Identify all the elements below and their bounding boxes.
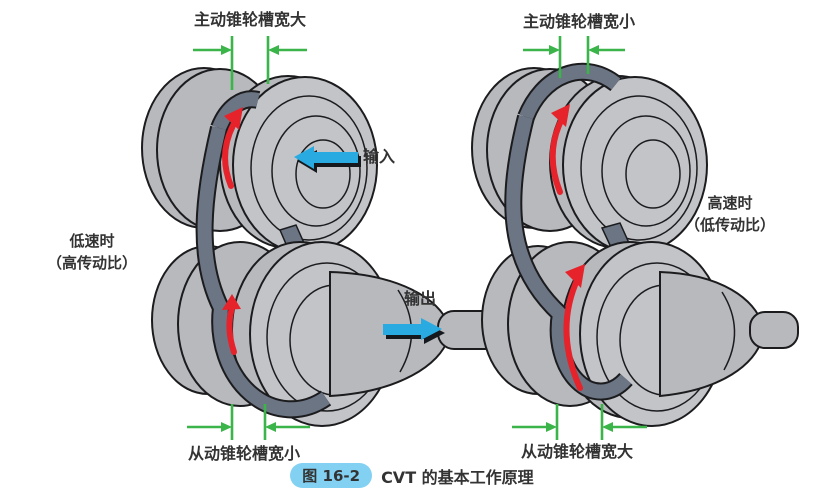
mode-ratio: （高传动比） bbox=[46, 254, 137, 272]
left-diagram bbox=[141, 36, 503, 440]
cone-ring bbox=[601, 115, 691, 227]
measure-indicator-top-left bbox=[193, 36, 307, 90]
belt-segment bbox=[506, 115, 632, 399]
label-driven-pulley-left: 从动锥轮槽宽小 bbox=[187, 444, 300, 463]
rotation-arrow-icon bbox=[563, 264, 585, 391]
right-belt-front-run bbox=[504, 114, 633, 401]
figure-caption: 图 16-2 CVT 的基本工作原理 bbox=[0, 463, 824, 488]
mode-ratio: （低传动比） bbox=[684, 216, 775, 234]
left-belt-top-wrap bbox=[210, 90, 261, 132]
belt-segment bbox=[212, 92, 260, 131]
label-input: 输入 bbox=[363, 147, 396, 166]
measure-indicator-bottom-left bbox=[187, 404, 310, 440]
figure-number-badge: 图 16-2 bbox=[290, 463, 373, 488]
label-driving-pulley-left: 主动锥轮槽宽大 bbox=[193, 10, 306, 29]
figure-title: CVT 的基本工作原理 bbox=[381, 467, 534, 487]
measure-indicator-bottom-right bbox=[512, 404, 647, 440]
cone-ring bbox=[295, 139, 351, 209]
cone-ring bbox=[250, 95, 368, 241]
input-arrow-icon bbox=[294, 146, 361, 173]
mode-name: 高速时 bbox=[707, 194, 753, 212]
label-low-speed-mode: 低速时 （高传动比） bbox=[26, 230, 158, 274]
cone-ring bbox=[580, 95, 698, 241]
label-output: 输出 bbox=[404, 289, 437, 308]
rotation-arrow-icon bbox=[222, 107, 243, 189]
mode-name: 低速时 bbox=[69, 232, 115, 250]
measure-indicator-top-right bbox=[523, 36, 625, 78]
right-belt-top-wrap bbox=[517, 62, 622, 121]
belt-segment bbox=[519, 64, 621, 120]
cone-hub bbox=[659, 270, 766, 398]
rotation-arrow-icon bbox=[222, 294, 241, 355]
label-driven-pulley-right: 从动锥轮槽宽大 bbox=[520, 442, 633, 461]
hub-contour bbox=[721, 291, 736, 371]
belt-segment bbox=[197, 126, 330, 417]
right-diagram bbox=[471, 36, 799, 440]
left-belt-front-run bbox=[195, 125, 332, 419]
output-arrow-icon bbox=[383, 318, 445, 344]
rotation-arrow-icon bbox=[549, 104, 570, 195]
label-driving-pulley-right: 主动锥轮槽宽小 bbox=[522, 12, 635, 31]
label-high-speed-mode: 高速时 （低传动比） bbox=[656, 192, 804, 236]
cone-ring bbox=[625, 139, 681, 209]
output-shaft bbox=[749, 311, 799, 349]
cone-ring bbox=[271, 115, 361, 227]
